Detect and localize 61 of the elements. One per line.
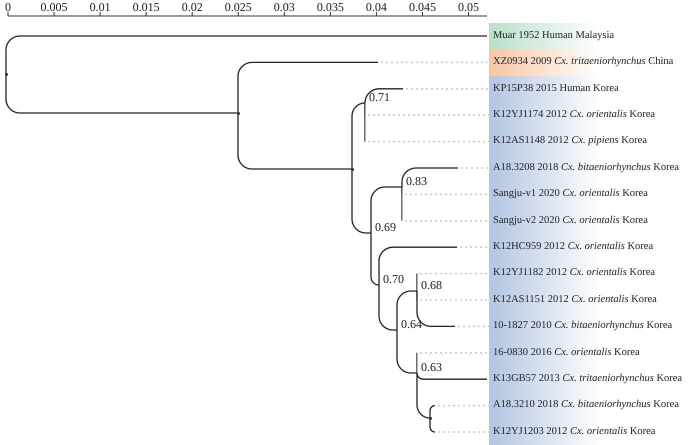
taxon-label: Sangju-v2 2020 Cx. orientalis Korea	[489, 208, 650, 234]
tree-branch	[429, 404, 489, 418]
tree-branch	[378, 246, 489, 285]
taxon-label: A18.3208 2018 Cx. bitaeniorhynchus Korea	[489, 154, 681, 182]
bootstrap-value: 0.70	[380, 272, 404, 286]
taxon-label: 10-1827 2010 Cx. bitaeniorhynchus Korea	[489, 313, 674, 340]
tree-branch	[364, 88, 489, 104]
branch-node-point	[428, 416, 432, 420]
axis-tick-label: 0.03	[274, 0, 295, 14]
tree-branch	[416, 372, 489, 380]
tree-branch	[5, 74, 238, 114]
taxon-label: K12HC959 2012 Cx. orientalis Korea	[489, 234, 656, 260]
tree-branch	[416, 291, 489, 328]
taxon-label: K12AS1148 2012 Cx. pipiens Korea	[489, 128, 649, 155]
taxon-label: K12YJ1174 2012 Cx. orientalis Korea	[489, 102, 658, 128]
taxon-label: K12YJ1182 2012 Cx. orientalis Korea	[489, 260, 658, 287]
branch-node-point	[236, 112, 240, 114]
tree-branch	[370, 233, 380, 286]
axis-tick-label: 0.015	[132, 0, 160, 14]
tree-branch	[370, 186, 402, 233]
taxon-label: Sangju-v1 2020 Cx. orientalis Korea	[489, 181, 650, 208]
bootstrap-value: 0.63	[418, 360, 442, 374]
taxon-label: K12AS1151 2012 Cx. orientalis Korea	[489, 286, 659, 314]
tree-branch	[429, 418, 489, 433]
taxon-label: K12YJ1203 2012 Cx. orientalis Korea	[489, 418, 658, 445]
axis-tick-label: 0.025	[224, 0, 252, 14]
tree-branch	[416, 272, 489, 291]
taxon-label: 16-0830 2016 Cx. orientalis Korea	[489, 340, 642, 366]
tree-branch	[5, 35, 489, 74]
taxon-label: KP15P38 2015 Human Korea	[489, 76, 621, 102]
tree-branch	[416, 352, 489, 373]
tree-branch	[396, 330, 417, 374]
tree-branch	[364, 103, 489, 142]
bootstrap-value: 0.68	[418, 278, 442, 292]
tree-branch	[396, 290, 417, 330]
bootstrap-value: 0.64	[398, 317, 422, 331]
tree-branch	[416, 373, 431, 419]
tree-branch	[351, 102, 366, 169]
axis-tick-label: 0.04	[366, 0, 387, 14]
branch-node-point	[350, 168, 354, 170]
branch-node-point	[4, 72, 8, 76]
tree-branch	[351, 169, 371, 234]
tree-branch	[378, 285, 397, 331]
axis-tick-label: 0	[5, 0, 11, 14]
tree-branch	[401, 187, 489, 222]
bootstrap-value: 0.69	[372, 220, 396, 234]
axis-tick-label: 0.035	[316, 0, 344, 14]
bootstrap-value: 0.71	[366, 90, 390, 104]
taxon-label: A18.3210 2018 Cx. bitaeniorhynchus Korea	[489, 392, 681, 419]
axis-tick-label: 0.01	[90, 0, 111, 14]
taxon-label: XZ0934 2009 Cx. tritaeniorhynchus China	[489, 49, 676, 76]
axis-tick-label: 0.045	[408, 0, 436, 14]
bootstrap-value: 0.83	[403, 174, 427, 188]
axis-tick-label: 0.02	[182, 0, 203, 14]
axis-tick-label: 0.005	[40, 0, 68, 14]
taxon-label: Muar 1952 Human Malaysia	[489, 22, 616, 50]
tree-branch	[237, 113, 352, 170]
tree-branch	[401, 167, 489, 187]
tree-branch	[237, 62, 489, 113]
taxon-label: K13GB57 2013 Cx. tritaeniorhynchus Korea	[489, 366, 684, 392]
axis-tick-label: 0.05	[458, 0, 479, 14]
